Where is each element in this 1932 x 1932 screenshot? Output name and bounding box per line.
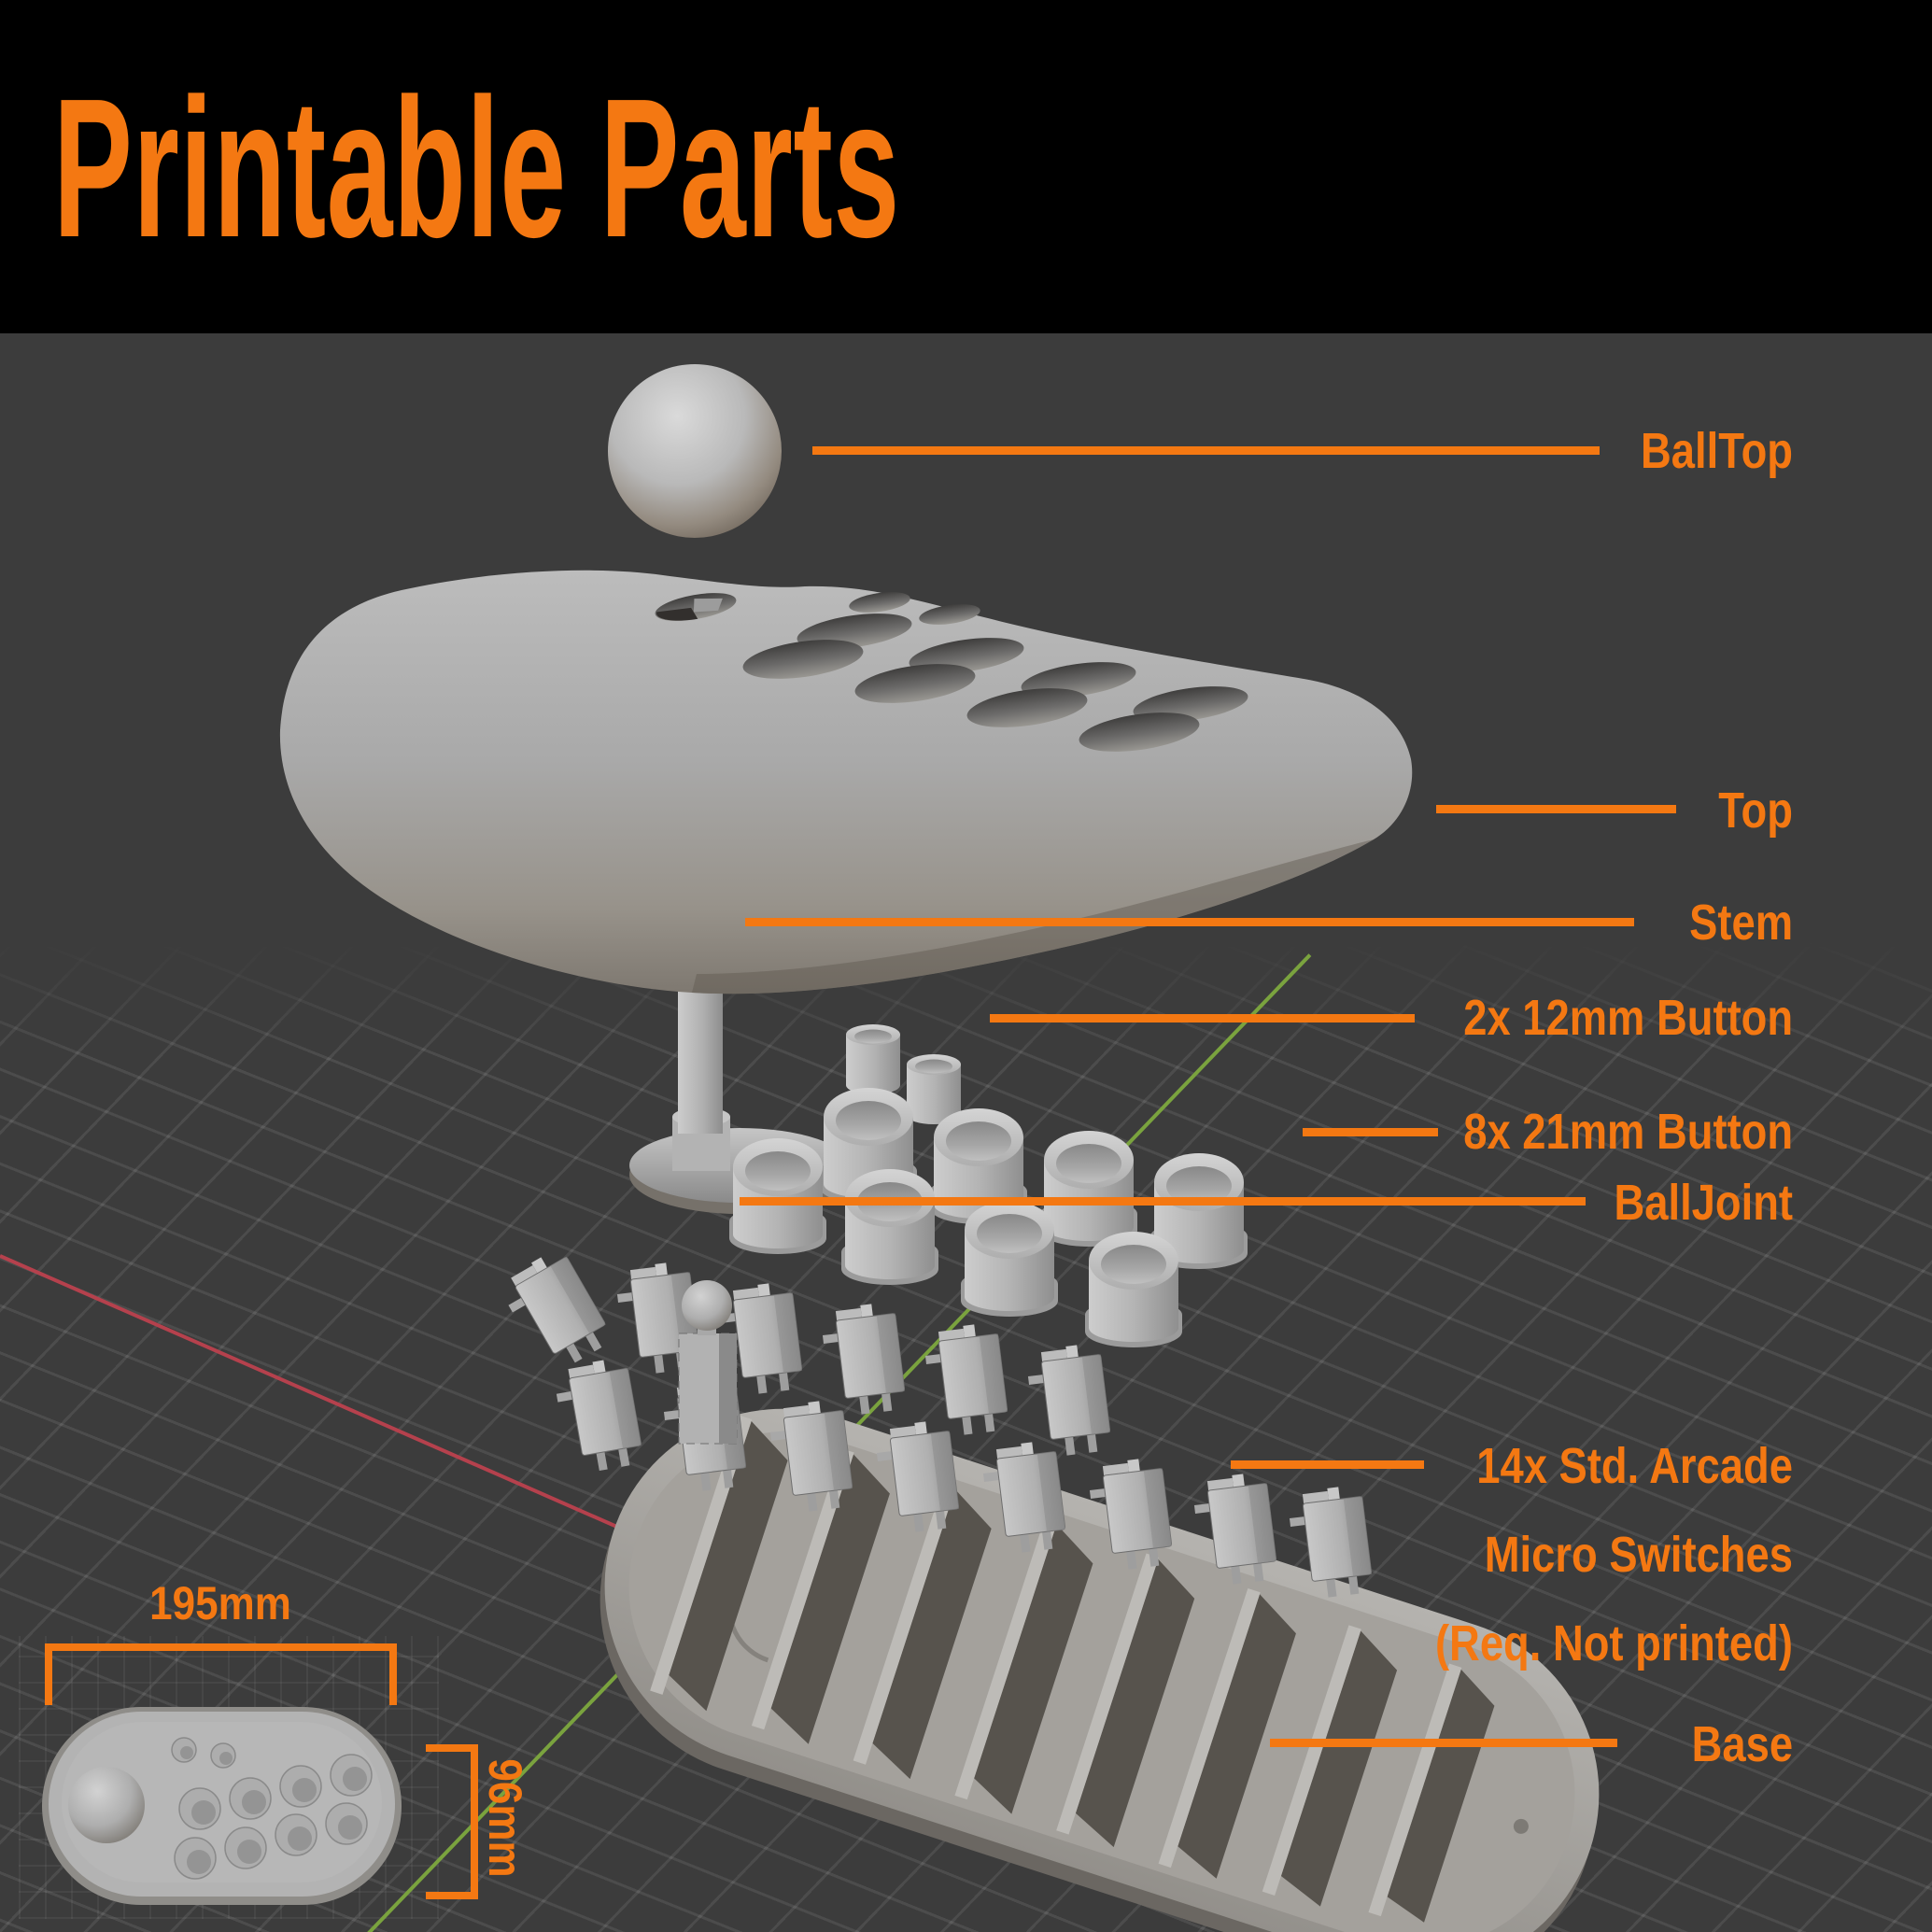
label-switches-line2: Micro Switches	[1484, 1527, 1793, 1583]
label-line-switches	[1231, 1460, 1424, 1469]
label-stem: Stem	[1689, 895, 1793, 951]
viewport-3d: 3DF	[0, 333, 1932, 1932]
balljoint-model	[678, 1280, 738, 1445]
button-21mm-model	[1040, 1131, 1137, 1247]
page-title: Printable Parts	[53, 57, 900, 278]
label-line-button21	[1303, 1128, 1438, 1136]
exploded-view-render	[42, 364, 1600, 1932]
button-21mm-model	[1085, 1232, 1182, 1347]
dimension-height-tick-top	[426, 1744, 478, 1752]
micro-switch-model	[819, 1301, 908, 1418]
dimension-height-value: 96mm	[479, 1758, 531, 1878]
label-line-stem	[745, 918, 1634, 926]
button-21mm-model	[961, 1201, 1058, 1317]
dimension-height-tick-bottom	[426, 1892, 478, 1899]
button-12mm-model	[846, 1024, 900, 1094]
buttons-21mm-models	[729, 1088, 1248, 1347]
dimension-width-value: 195mm	[149, 1577, 291, 1629]
micro-switch-model	[495, 1245, 615, 1378]
dimension-width-bar	[45, 1643, 397, 1651]
label-balljoint: BallJoint	[1614, 1175, 1793, 1231]
label-button12: 2x 12mm Button	[1463, 990, 1793, 1046]
mini-controller-render	[42, 1707, 402, 1905]
micro-switch-model	[1024, 1342, 1113, 1460]
label-top: Top	[1718, 783, 1793, 839]
label-line-balljoint	[740, 1197, 1586, 1206]
label-line-base	[1270, 1739, 1617, 1747]
base-model	[599, 1408, 1600, 1932]
label-switches-line1: 14x Std. Arcade	[1476, 1438, 1793, 1494]
micro-switch-model	[922, 1321, 1010, 1439]
dimension-width-tick-left	[45, 1643, 52, 1705]
micro-switch-model	[551, 1355, 645, 1476]
label-base: Base	[1691, 1716, 1793, 1772]
label-switches-line3: (Req. Not printed)	[1434, 1615, 1793, 1671]
button-21mm-model	[729, 1138, 826, 1254]
label-line-balltop	[812, 446, 1600, 455]
label-switches: 14x Std. Arcade Micro Switches (Req. Not…	[1435, 1422, 1793, 1688]
balltop-model	[608, 364, 782, 538]
button-21mm-model	[841, 1169, 938, 1285]
label-button21: 8x 21mm Button	[1463, 1104, 1793, 1160]
header-bar: Printable Parts	[0, 0, 1932, 333]
top-case-model	[279, 570, 1413, 994]
dimension-width-tick-right	[389, 1643, 397, 1705]
label-line-button12	[990, 1014, 1415, 1022]
dimension-height-bar	[471, 1744, 478, 1899]
label-balltop: BallTop	[1641, 423, 1793, 479]
label-line-top	[1436, 805, 1676, 813]
